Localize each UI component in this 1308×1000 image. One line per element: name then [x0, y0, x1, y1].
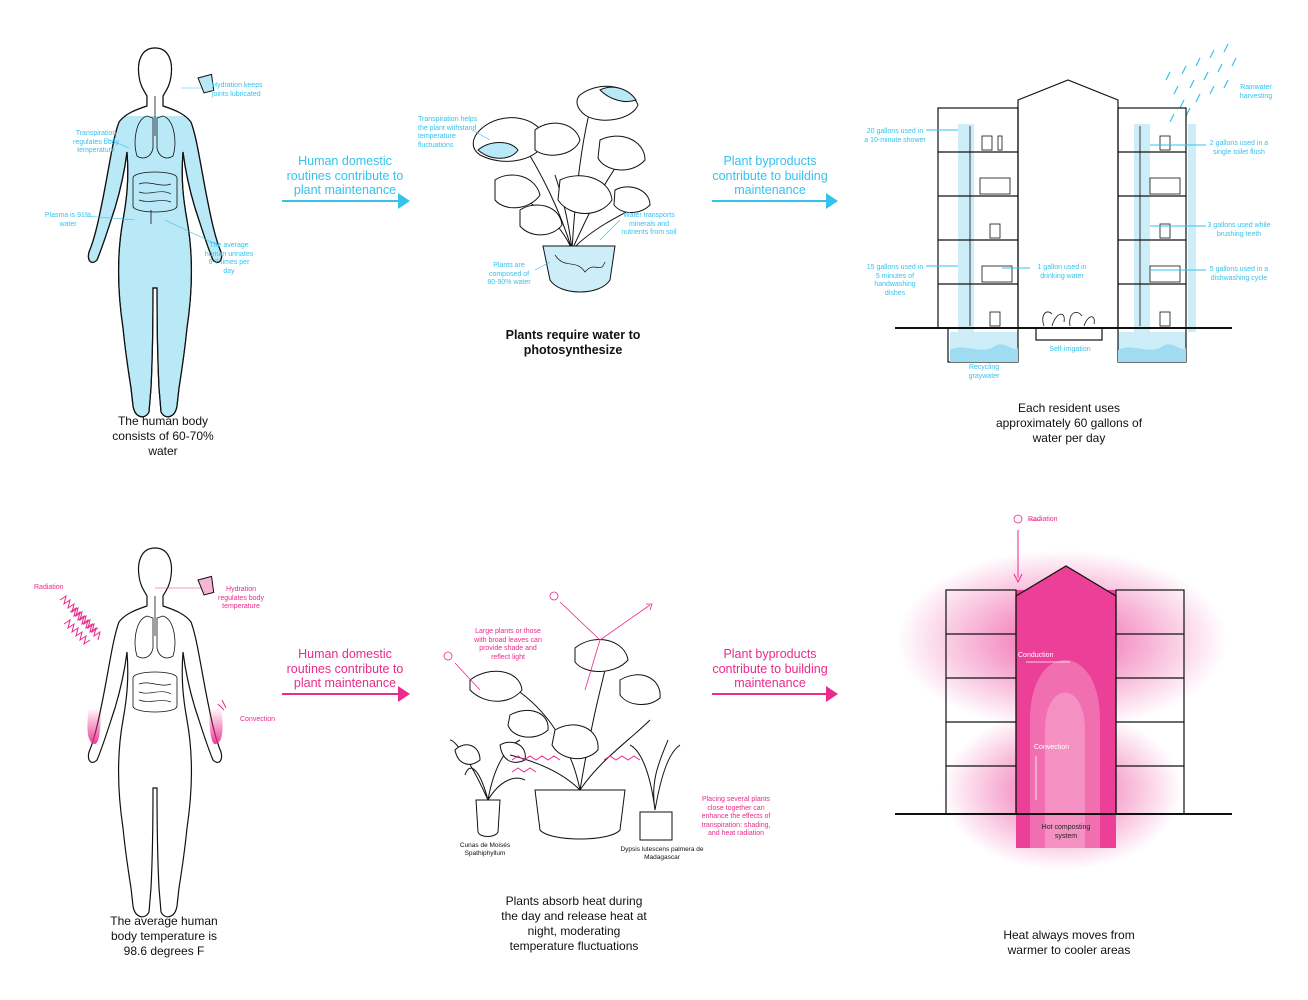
label-conduction: Conduction	[1018, 652, 1054, 659]
building-heat	[895, 514, 1232, 870]
label-dishwashing: 5 gallons used in a dishwashing cycle	[1209, 266, 1269, 282]
plant-leader-lines-blue	[471, 129, 621, 271]
arrow1-text-blue: Human domestic routines contribute to pl…	[286, 154, 404, 197]
label-urinates: The average human urinates 6-7 times per…	[204, 242, 254, 275]
water-glass-icon	[197, 73, 215, 94]
label-transpiration-body: Transpiration regulates body temperature	[73, 130, 119, 154]
label-rainwater: Rainwater harvesting	[1239, 84, 1273, 100]
label-placing-plants: Placing several plants close together ca…	[701, 796, 771, 837]
arrow-1-pink	[282, 686, 410, 702]
human-body-water	[84, 47, 223, 418]
label-water-transport: Water transports minerals and nutrients …	[621, 212, 677, 236]
arrow-2-blue	[712, 193, 838, 209]
label-radiation-building: Radiation	[1028, 516, 1058, 523]
label-handwashing: 15 gallons used in 5 minutes of handwash…	[866, 264, 924, 297]
label-hydration-temp: Hydration regulates body temperature	[218, 586, 264, 610]
label-radiation-body: Radiation	[34, 584, 64, 591]
arrow2-text-blue: Plant byproducts contribute to building …	[712, 154, 828, 197]
caption-plant-photosynthesize: Plants require water to photosynthesize	[505, 328, 641, 357]
label-large-plants: Large plants or those with broad leaves …	[474, 628, 542, 661]
arrow-2-pink	[712, 686, 838, 702]
caption-human-temperature: The average human body temperature is 98…	[110, 914, 218, 958]
heat-waves-plant	[511, 755, 641, 773]
caption-resident-water: Each resident uses approximately 60 gall…	[995, 401, 1143, 445]
label-convection-building: Convection	[1034, 744, 1070, 751]
label-dypsis: Dypsis lutescens palmera de Madagascar	[620, 846, 704, 861]
label-transpiration-plant: Transpiration helps the plant withstand …	[418, 116, 478, 149]
caption-human-water: The human body consists of 60-70% water	[112, 414, 214, 458]
label-drinking: 1 gallon used in drinking water	[1037, 264, 1087, 280]
label-cunas: Cunas de Moisés Spathiphyllum	[459, 842, 511, 857]
arrow1-text-pink: Human domestic routines contribute to pl…	[286, 647, 404, 690]
arrow2-text-pink: Plant byproducts contribute to building …	[712, 647, 828, 690]
caption-heat-moves: Heat always moves from warmer to cooler …	[1003, 928, 1135, 957]
building-water	[895, 43, 1237, 363]
label-toilet: 2 gallons used in a single toilet flush	[1209, 140, 1269, 156]
label-plants-composed: Plants are composed of 80-90% water	[487, 262, 531, 286]
label-self-irrigation: Self-irrigation	[1049, 346, 1091, 353]
label-recycling: Recycling graywater	[968, 364, 1000, 380]
sun-rays	[443, 591, 653, 691]
label-shower: 20 gallons used in a 10-minute shower	[864, 128, 926, 144]
arrow-1-blue	[282, 193, 410, 209]
label-plasma: Plasma is 91% water	[44, 212, 92, 228]
monstera-plant-water	[472, 85, 651, 293]
caption-plants-heat: Plants absorb heat during the day and re…	[501, 894, 647, 953]
label-hot-composting: Hot composting system	[1041, 824, 1091, 840]
label-brushing: 3 gallons used while brushing teeth	[1207, 222, 1271, 238]
plant-group-heat	[449, 639, 681, 841]
label-convection-body: Convection	[240, 716, 276, 723]
pink-glass-icon	[197, 575, 215, 596]
label-hydration-joints: Hydration keeps joints lubricated	[212, 82, 263, 98]
human-body-heat	[87, 547, 223, 918]
radiation-zigzag	[59, 594, 227, 711]
